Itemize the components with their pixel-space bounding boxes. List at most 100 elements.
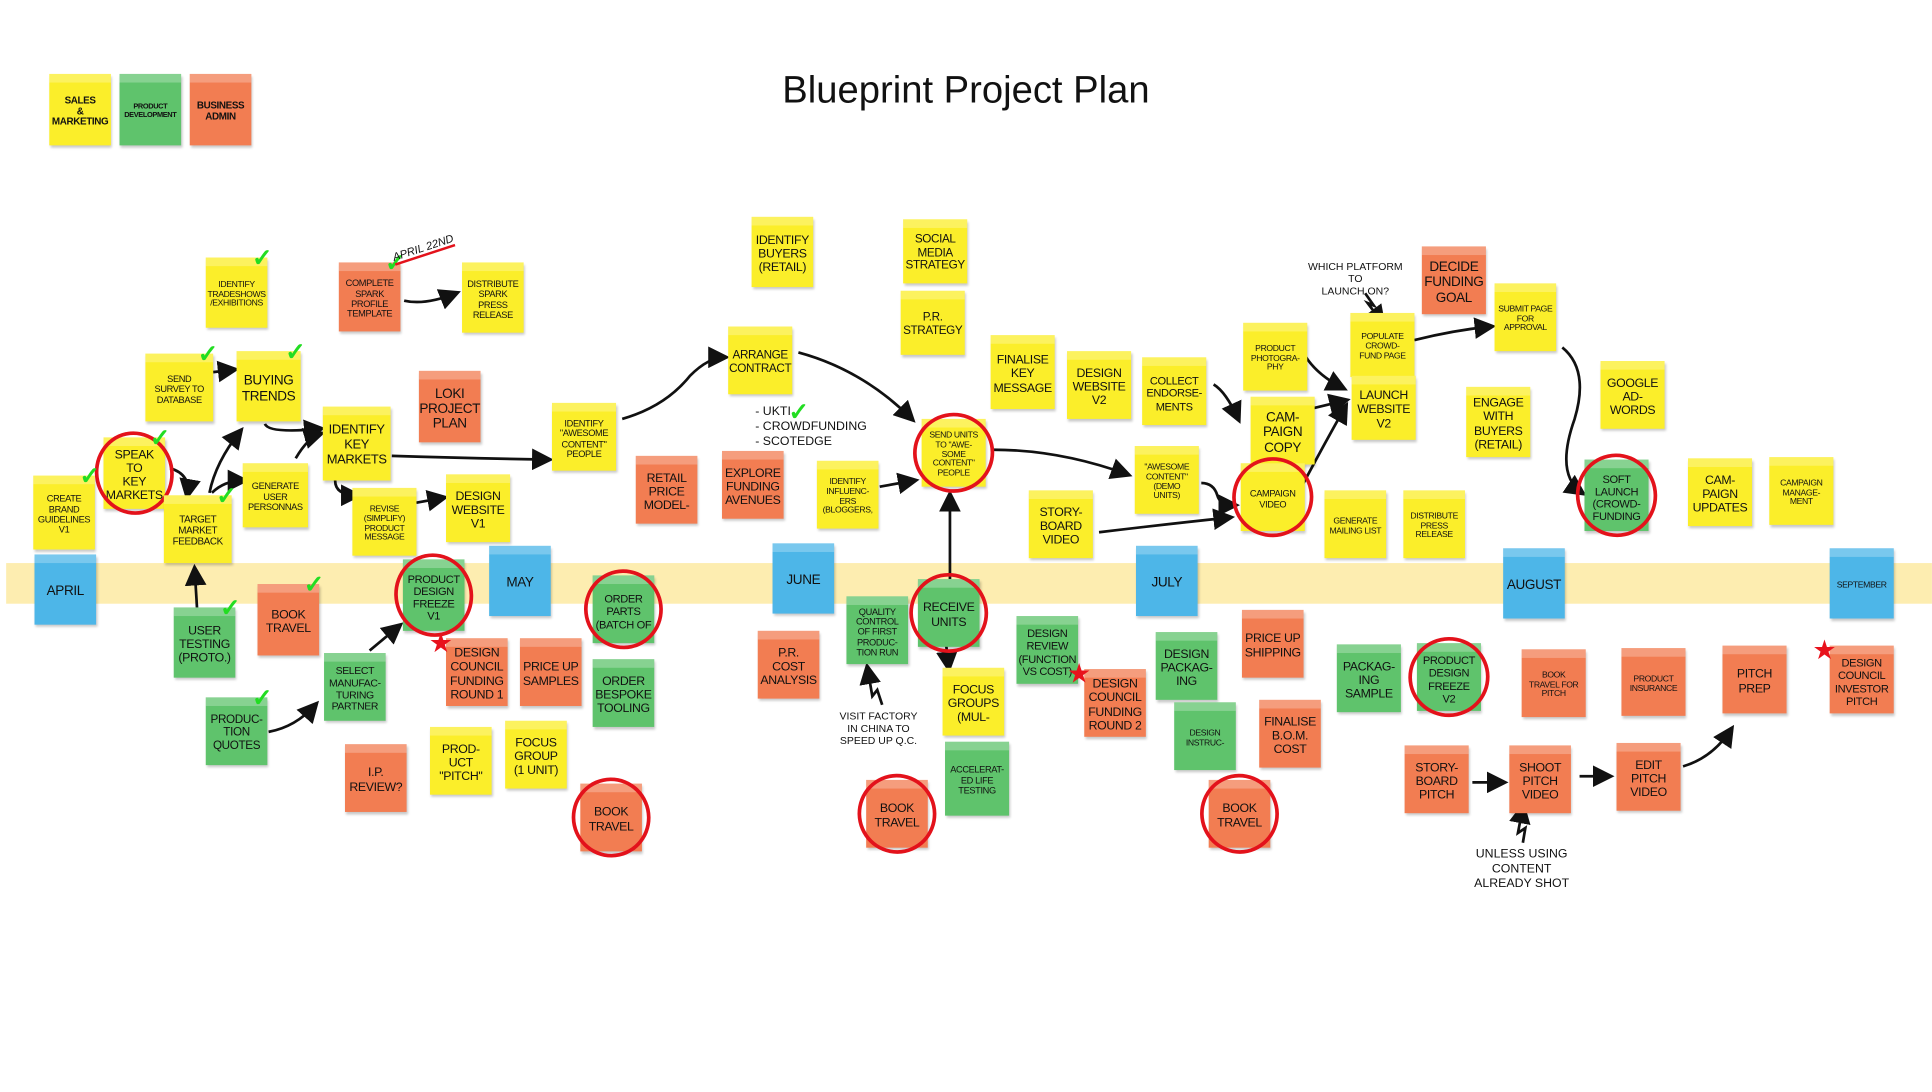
legend-sales-marketing: SALES & MARKETING <box>49 73 111 146</box>
sticky-note-loki-project-plan[interactable]: LOKI PROJECT PLAN <box>418 370 481 443</box>
sticky-note-awesome-content-demo-units[interactable]: "AWESOME CONTENT" (DEMO UNITS) <box>1134 446 1199 514</box>
note-text: SHOOT PITCH VIDEO <box>1519 761 1562 803</box>
sticky-note-launch-website-v2[interactable]: LAUNCH WEBSITE V2 <box>1351 375 1416 440</box>
note-text: FOCUS GROUP (1 UNIT) <box>513 736 559 778</box>
sticky-note-shoot-pitch-video[interactable]: SHOOT PITCH VIDEO <box>1509 745 1571 814</box>
sticky-note-design-council-funding-round-1[interactable]: DESIGN COUNCIL FUNDING ROUND 1★ <box>429 628 508 706</box>
sticky-note-design-review-function-vs-cost[interactable]: DESIGN REVIEW (FUNCTION VS COST) <box>1016 616 1079 684</box>
note-text: IDENTIFY BUYERS (RETAIL) <box>755 233 810 275</box>
sticky-note-design-council-investor-pitch[interactable]: DESIGN COUNCIL INVESTOR PITCH★ <box>1812 635 1894 714</box>
sticky-note-identify-influenc-ers-bloggers[interactable]: IDENTIFY INFLUENC- ERS (BLOGGERS, <box>816 460 879 529</box>
note-text: TARGET MARKET FEEDBACK <box>172 513 224 548</box>
note-text: SEND UNITS TO "AWE- SOME CONTENT" PEOPLE <box>929 431 978 479</box>
sticky-note-soft-launch-crowd-funding[interactable]: SOFT LAUNCH (CROWD- FUNDING <box>1568 445 1665 545</box>
sticky-note-cam-paign-copy[interactable]: CAM- PAIGN COPY <box>1250 396 1315 465</box>
sticky-note-retail-price-model[interactable]: RETAIL PRICE MODEL- <box>635 455 698 524</box>
sticky-note-arrange-contract[interactable]: ARRANGE CONTRACT <box>728 326 793 395</box>
sticky-note-explore-funding-avenues[interactable]: EXPLORE FUNDING AVENUES <box>722 450 784 519</box>
sticky-note-social-media-strategy[interactable]: SOCIAL MEDIA STRATEGY <box>903 219 968 284</box>
legend-label: PRODUCT DEVELOPMENT <box>124 103 177 120</box>
sticky-note-product-design-freeze-v1[interactable]: PRODUCT DESIGN FREEZE V1 <box>386 545 481 645</box>
note-text: DESIGN COUNCIL FUNDING ROUND 2 <box>1088 677 1142 733</box>
sticky-note-buying-trends[interactable]: BUYING TRENDS✓ <box>236 339 306 422</box>
sticky-note-packag-ing-sample[interactable]: PACKAG- ING SAMPLE <box>1336 644 1401 713</box>
note-text: ACCELERAT- ED LIFE TESTING <box>950 764 1004 797</box>
sticky-note-populate-crowd-fund-page[interactable]: POPULATE CROWD- FUND PAGE <box>1350 312 1415 378</box>
sticky-note-story-board-video[interactable]: STORY- BOARD VIDEO <box>1028 490 1093 559</box>
sticky-note-identify-tradeshows-exhibitions[interactable]: IDENTIFY TRADESHOWS /EXHIBITIONS✓ <box>205 245 273 328</box>
sticky-note-prod-uct-pitch[interactable]: PROD- UCT "PITCH" <box>430 726 492 795</box>
sticky-note-google-ad-words[interactable]: GOOGLE AD- WORDS <box>1600 361 1665 429</box>
sticky-note-speak-to-key-markets[interactable]: SPEAK TO KEY MARKETS✓ <box>87 423 182 523</box>
sticky-note-send-survey-to-database[interactable]: SEND SURVEY TO DATABASE✓ <box>145 341 218 422</box>
sticky-note-design-council-funding-round-2[interactable]: DESIGN COUNCIL FUNDING ROUND 2★ <box>1067 658 1146 737</box>
note-text: SOFT LAUNCH (CROWD- FUNDING <box>1592 472 1641 523</box>
sticky-note-i-p-review[interactable]: I.P. REVIEW? <box>344 744 407 812</box>
sticky-note-price-up-samples[interactable]: PRICE UP SAMPLES <box>519 638 582 706</box>
star-icon: ★ <box>428 627 453 658</box>
sticky-note-book-travel-for-pitch[interactable]: BOOK TRAVEL FOR PITCH <box>1521 649 1586 718</box>
sticky-note-story-board-pitch[interactable]: STORY- BOARD PITCH <box>1404 745 1469 814</box>
sticky-note-engage-with-buyers-retail[interactable]: ENGAGE WITH BUYERS (RETAIL) <box>1466 386 1531 458</box>
note-text: DESIGN WEBSITE V2 <box>1072 366 1126 408</box>
sticky-note-decide-funding-goal[interactable]: DECIDE FUNDING GOAL <box>1421 246 1486 315</box>
month-label: APRIL <box>46 584 85 600</box>
note-text: DESIGN REVIEW (FUNCTION VS COST) <box>1018 627 1077 678</box>
sticky-note-generate-user-personnas[interactable]: GENERATE USER PERSONNAS <box>242 463 309 528</box>
sticky-note-book-travel[interactable]: BOOK TRAVEL✓ <box>257 572 324 656</box>
sticky-note-quality-control-of-first-produc-tion-run[interactable]: QUALITY CONTROL OF FIRST PRODUC- TION RU… <box>846 596 909 665</box>
sticky-note-finalise-key-message[interactable]: FINALISE KEY MESSAGE <box>990 335 1055 410</box>
sticky-note-pitch-prep[interactable]: PITCH PREP <box>1722 645 1787 714</box>
sticky-note-submit-page-for-approval[interactable]: SUBMIT PAGE FOR APPROVAL <box>1494 283 1557 352</box>
sticky-note-collect-endorse-ments[interactable]: COLLECT ENDORSE- MENTS <box>1142 357 1207 426</box>
sticky-note-accelerat-ed-life-testing[interactable]: ACCELERAT- ED LIFE TESTING <box>945 741 1010 816</box>
note-text: RECEIVE UNITS <box>922 601 975 629</box>
sticky-note-identify-buyers-retail[interactable]: IDENTIFY BUYERS (RETAIL) <box>751 216 814 288</box>
sticky-note-focus-group-1-unit[interactable]: FOCUS GROUP (1 UNIT) <box>505 720 567 789</box>
sticky-note-receive-units[interactable]: RECEIVE UNITS <box>901 565 996 661</box>
sticky-note-price-up-shipping[interactable]: PRICE UP SHIPPING <box>1241 609 1304 678</box>
sticky-note-product-insurance[interactable]: PRODUCT INSURANCE <box>1621 648 1686 716</box>
sticky-note-campaign-manage-ment[interactable]: CAMPAIGN MANAGE- MENT <box>1769 457 1834 525</box>
sticky-note-send-units-to-awe-some-content-people[interactable]: SEND UNITS TO "AWE- SOME CONTENT" PEOPLE <box>905 405 1002 501</box>
check-icon: ✓ <box>149 425 171 453</box>
note-text: BOOK TRAVEL <box>265 608 311 636</box>
sticky-note-design-packag-ing[interactable]: DESIGN PACKAG- ING <box>1155 632 1218 700</box>
sticky-note-identify-key-markets[interactable]: IDENTIFY KEY MARKETS <box>322 406 391 481</box>
sticky-note-distribute-spark-press-release[interactable]: DISTRIBUTE SPARK PRESS RELEASE <box>462 262 524 333</box>
sticky-note-revise-simplify-product-message[interactable]: REVISE (SIMPLIFY) PRODUCT MESSAGE <box>352 487 417 556</box>
note-text: GOOGLE AD- WORDS <box>1606 376 1659 418</box>
sticky-note-p-r-strategy[interactable]: P.R. STRATEGY <box>900 290 965 355</box>
sticky-note-order-bespoke-tooling[interactable]: ORDER BESPOKE TOOLING <box>592 659 655 727</box>
sticky-note-finalise-b-o-m-cost[interactable]: FINALISE B.O.M. COST <box>1259 699 1321 768</box>
note-text: BUYING TRENDS <box>241 373 296 404</box>
sticky-note-book-travel[interactable]: BOOK TRAVEL <box>850 766 944 862</box>
note-text: BOOK TRAVEL <box>1217 802 1262 830</box>
sticky-note-design-instruc[interactable]: DESIGN INSTRUC- <box>1174 702 1236 771</box>
sticky-note-edit-pitch-video[interactable]: EDIT PITCH VIDEO <box>1616 742 1681 811</box>
sticky-note-cam-paign-updates[interactable]: CAM- PAIGN UPDATES <box>1687 458 1753 527</box>
sticky-note-product-photogra-phy[interactable]: PRODUCT PHOTOGRA- PHY <box>1243 322 1308 391</box>
note-text: REVISE (SIMPLIFY) PRODUCT MESSAGE <box>363 504 406 543</box>
sticky-note-book-travel[interactable]: BOOK TRAVEL <box>564 770 659 865</box>
sticky-note-produc-tion-quotes[interactable]: PRODUC- TION QUOTES✓ <box>205 685 273 766</box>
sticky-note-generate-mailing-list[interactable]: GENERATE MAILING LIST <box>1324 490 1387 559</box>
sticky-note-order-parts-batch-of[interactable]: ORDER PARTS (BATCH OF <box>576 561 671 657</box>
sticky-note-target-market-feedback[interactable]: TARGET MARKET FEEDBACK✓ <box>163 483 237 564</box>
sticky-note-identify-awesome-content-people[interactable]: IDENTIFY "AWESOME CONTENT" PEOPLE <box>551 402 617 471</box>
sticky-note-campaign-video[interactable]: CAMPAIGN VIDEO <box>1224 449 1321 545</box>
sticky-note-focus-groups-mul[interactable]: FOCUS GROUPS (MUL- <box>942 667 1005 736</box>
check-icon: ✓ <box>252 685 273 713</box>
note-text: CAM- PAIGN UPDATES <box>1692 474 1748 516</box>
sticky-note-p-r-cost-analysis[interactable]: P.R. COST ANALYSIS <box>757 630 820 699</box>
sticky-note-user-testing-proto[interactable]: USER TESTING (PROTO.)✓ <box>173 595 241 678</box>
sticky-note-complete-spark-profile-template[interactable]: COMPLETE SPARK PROFILE TEMPLATE✓ <box>338 250 406 332</box>
sticky-note-book-travel[interactable]: BOOK TRAVEL <box>1192 766 1287 862</box>
sticky-note-create-brand-guidelines-v1[interactable]: CREATE BRAND GUIDELINES V1✓ <box>33 463 100 550</box>
sticky-note-design-website-v1[interactable]: DESIGN WEBSITE V1 <box>446 474 511 543</box>
sticky-note-distribute-press-release[interactable]: DISTRIBUTE PRESS RELEASE <box>1403 490 1465 559</box>
sticky-note-select-manufac-turing-partner[interactable]: SELECT MANUFAC- TURING PARTNER <box>324 653 386 721</box>
sticky-note-design-website-v2[interactable]: DESIGN WEBSITE V2 <box>1066 351 1132 419</box>
sticky-note-product-design-freeze-v2[interactable]: PRODUCT DESIGN FREEZE V2 <box>1400 629 1498 725</box>
